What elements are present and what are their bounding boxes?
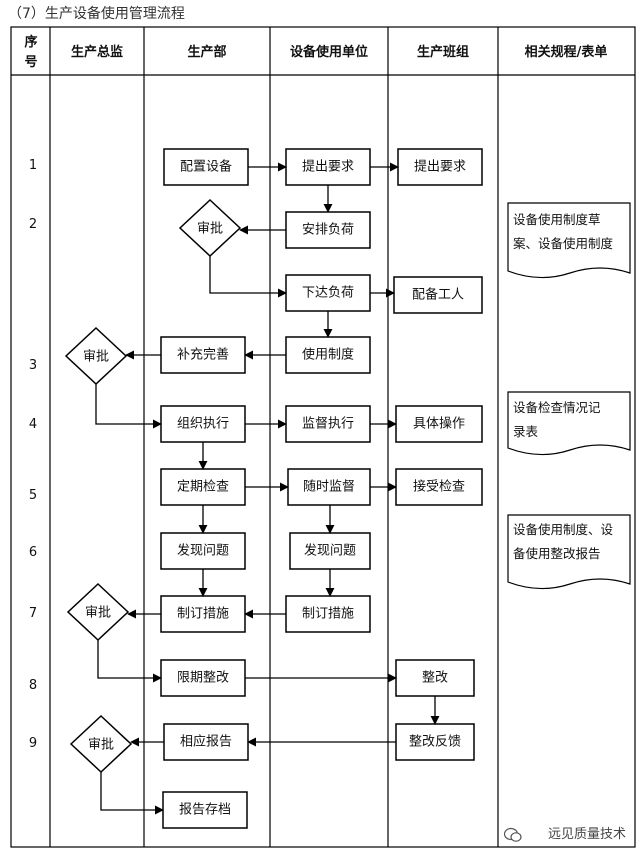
process-uu-arrange	[285, 211, 371, 249]
process-pd-measures	[160, 595, 246, 633]
header-seq-2: 号	[24, 55, 37, 70]
process-tm-operate	[395, 405, 483, 443]
document-2-line-1: 设备检查情况记	[513, 400, 601, 415]
label-uu-request: 提出要求	[302, 159, 354, 175]
label-director-approve-3: 审批	[88, 738, 114, 753]
row-number-4: 4	[29, 417, 37, 432]
document-1-line-1: 设备使用制度草	[513, 212, 601, 227]
header-prod-dept: 生产部	[187, 44, 226, 60]
row-number-6: 6	[29, 545, 37, 560]
label-uu-system: 使用制度	[302, 347, 354, 363]
page-title: （7）生产设备使用管理流程	[8, 6, 185, 22]
swimlane-table	[10, 26, 636, 848]
label-uu-issue: 下达负荷	[302, 286, 354, 301]
row-number-2: 2	[29, 217, 37, 232]
label-director-approve-2: 审批	[85, 606, 111, 621]
arrow-approve-to-deadline	[97, 640, 162, 683]
wechat-icon	[504, 827, 522, 842]
row-number-9: 9	[29, 736, 37, 751]
document-shape-3	[507, 514, 631, 590]
label-tm-operate: 具体操作	[413, 416, 465, 432]
label-pd-deadline: 限期整改	[177, 671, 229, 686]
label-tm-feedback: 整改反馈	[409, 735, 461, 750]
document-3-line-1: 设备使用制度、设	[513, 522, 614, 537]
row-number-8: 8	[29, 678, 37, 693]
document-2-line-2: 录表	[513, 424, 539, 439]
arrow-approve-to-archive	[100, 772, 164, 815]
label-pd-measures: 制订措施	[177, 607, 229, 622]
label-pd-supplement: 补充完善	[177, 347, 229, 363]
label-pd-report: 相应报告	[180, 734, 232, 750]
process-tm-feedback	[395, 723, 475, 761]
label-tm-request: 提出要求	[414, 159, 466, 175]
header-team: 生产班组	[417, 44, 469, 60]
process-pd-archive	[162, 791, 248, 829]
process-tm-staff	[393, 276, 483, 314]
label-uu-random: 随时监督	[303, 480, 355, 495]
label-uu-measures: 制订措施	[302, 607, 354, 622]
process-tm-accept	[395, 468, 483, 506]
label-director-approve-1: 审批	[83, 350, 109, 365]
header-director: 生产总监	[71, 44, 123, 60]
process-pd-find	[160, 532, 246, 570]
label-tm-accept: 接受检查	[413, 479, 465, 495]
process-uu-measures	[285, 595, 371, 633]
label-pd-archive: 报告存档	[179, 803, 231, 818]
label-uu-supervise: 监督执行	[302, 417, 354, 432]
arrow-approve-to-organize	[95, 384, 162, 429]
document-3-line-2: 备使用整改报告	[513, 546, 601, 561]
label-uu-arrange: 安排负荷	[302, 223, 354, 238]
row-number-1: 1	[29, 158, 37, 173]
row-number-5: 5	[29, 488, 37, 503]
watermark: 远见质量技术	[547, 827, 626, 842]
label-pd-find: 发现问题	[177, 543, 229, 559]
row-number-7: 7	[29, 606, 37, 621]
header-seq-1: 序	[24, 34, 37, 50]
document-shape-2	[507, 391, 631, 456]
header-user-unit: 设备使用单位	[290, 44, 368, 60]
document-shape-1	[507, 202, 631, 279]
header-rules: 相关规程/表单	[525, 44, 608, 60]
process-tm-request	[397, 148, 483, 186]
arrow-approve-to-issue	[209, 256, 287, 298]
label-pd-config: 配置设备	[180, 159, 232, 175]
label-pd-organize: 组织执行	[177, 417, 229, 432]
label-uu-find: 发现问题	[304, 543, 356, 559]
label-tm-staff: 配备工人	[412, 287, 464, 303]
process-uu-supervise	[285, 405, 371, 443]
row-number-3: 3	[29, 358, 37, 373]
label-pd-inspect: 定期检查	[177, 480, 229, 495]
label-pd-approve: 审批	[197, 222, 223, 237]
label-tm-rectify: 整改	[422, 671, 448, 686]
document-1-line-2: 案、设备使用制度	[513, 236, 614, 251]
